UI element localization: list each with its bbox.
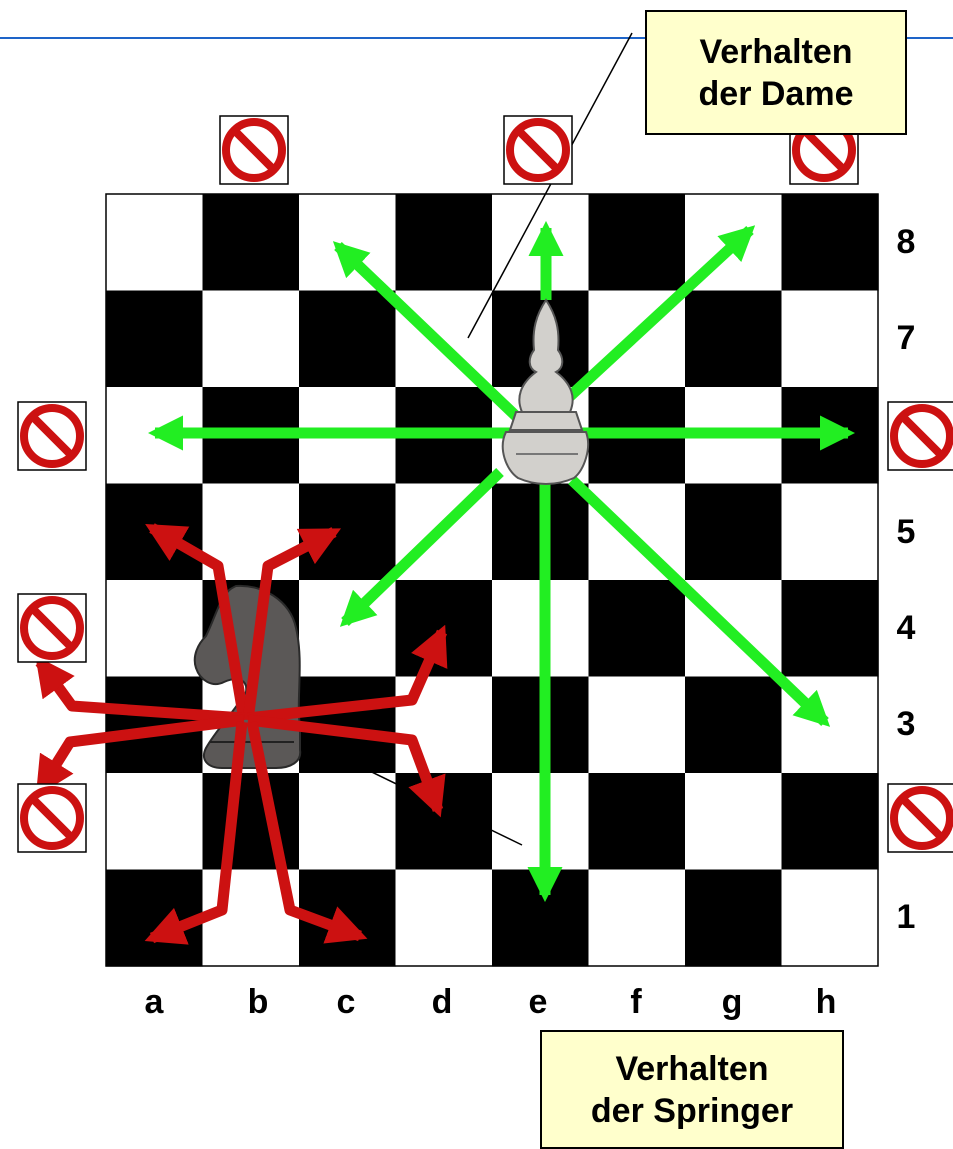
queen-callout-line2: der Dame <box>699 73 854 115</box>
file-label-e: e <box>508 980 568 1024</box>
rank-label-3: 3 <box>876 702 936 746</box>
board-square <box>782 291 879 388</box>
board-square <box>589 870 686 967</box>
board-square <box>106 580 203 677</box>
board-square <box>203 194 300 291</box>
board-square <box>685 677 782 774</box>
file-label-g: g <box>702 980 762 1024</box>
knight-behavior-callout: Verhalten der Springer <box>540 1030 844 1149</box>
rank-label-1: 1 <box>876 895 936 939</box>
no-entry-icon <box>220 116 288 184</box>
board-square <box>299 773 396 870</box>
board-square <box>203 291 300 388</box>
board-square <box>396 194 493 291</box>
no-entry-icon <box>504 116 572 184</box>
board-square <box>589 194 686 291</box>
no-entry-icon <box>888 402 953 470</box>
board-square <box>782 773 879 870</box>
board-square <box>589 580 686 677</box>
knight-callout-line2: der Springer <box>591 1090 793 1132</box>
file-label-c: c <box>316 980 376 1024</box>
board-square <box>782 580 879 677</box>
file-label-f: f <box>606 980 666 1024</box>
no-entry-icon <box>888 784 953 852</box>
knight-callout-line1: Verhalten <box>615 1048 768 1090</box>
board-square <box>106 773 203 870</box>
file-label-d: d <box>412 980 472 1024</box>
board-square <box>685 484 782 581</box>
board-square <box>685 291 782 388</box>
board-square <box>589 677 686 774</box>
no-entry-icon <box>18 784 86 852</box>
board-square <box>299 291 396 388</box>
rank-label-5: 5 <box>876 510 936 554</box>
board-square <box>106 291 203 388</box>
no-entry-icon <box>18 594 86 662</box>
board-square <box>299 194 396 291</box>
board-square <box>782 870 879 967</box>
board-square <box>782 194 879 291</box>
file-label-h: h <box>796 980 856 1024</box>
board-square <box>782 484 879 581</box>
board-square <box>396 773 493 870</box>
rank-label-7: 7 <box>876 316 936 360</box>
file-label-b: b <box>228 980 288 1024</box>
board-square <box>106 194 203 291</box>
rank-label-4: 4 <box>876 606 936 650</box>
file-label-a: a <box>124 980 184 1024</box>
board-square <box>299 484 396 581</box>
board-square <box>589 484 686 581</box>
board-square <box>299 580 396 677</box>
queen-behavior-callout: Verhalten der Dame <box>645 10 907 135</box>
board-square <box>685 870 782 967</box>
board-square <box>396 580 493 677</box>
board-square <box>203 773 300 870</box>
no-entry-icon <box>18 402 86 470</box>
board-square <box>589 773 686 870</box>
queen-callout-line1: Verhalten <box>699 31 852 73</box>
rank-label-8: 8 <box>876 220 936 264</box>
board-square <box>685 773 782 870</box>
board-square <box>396 870 493 967</box>
